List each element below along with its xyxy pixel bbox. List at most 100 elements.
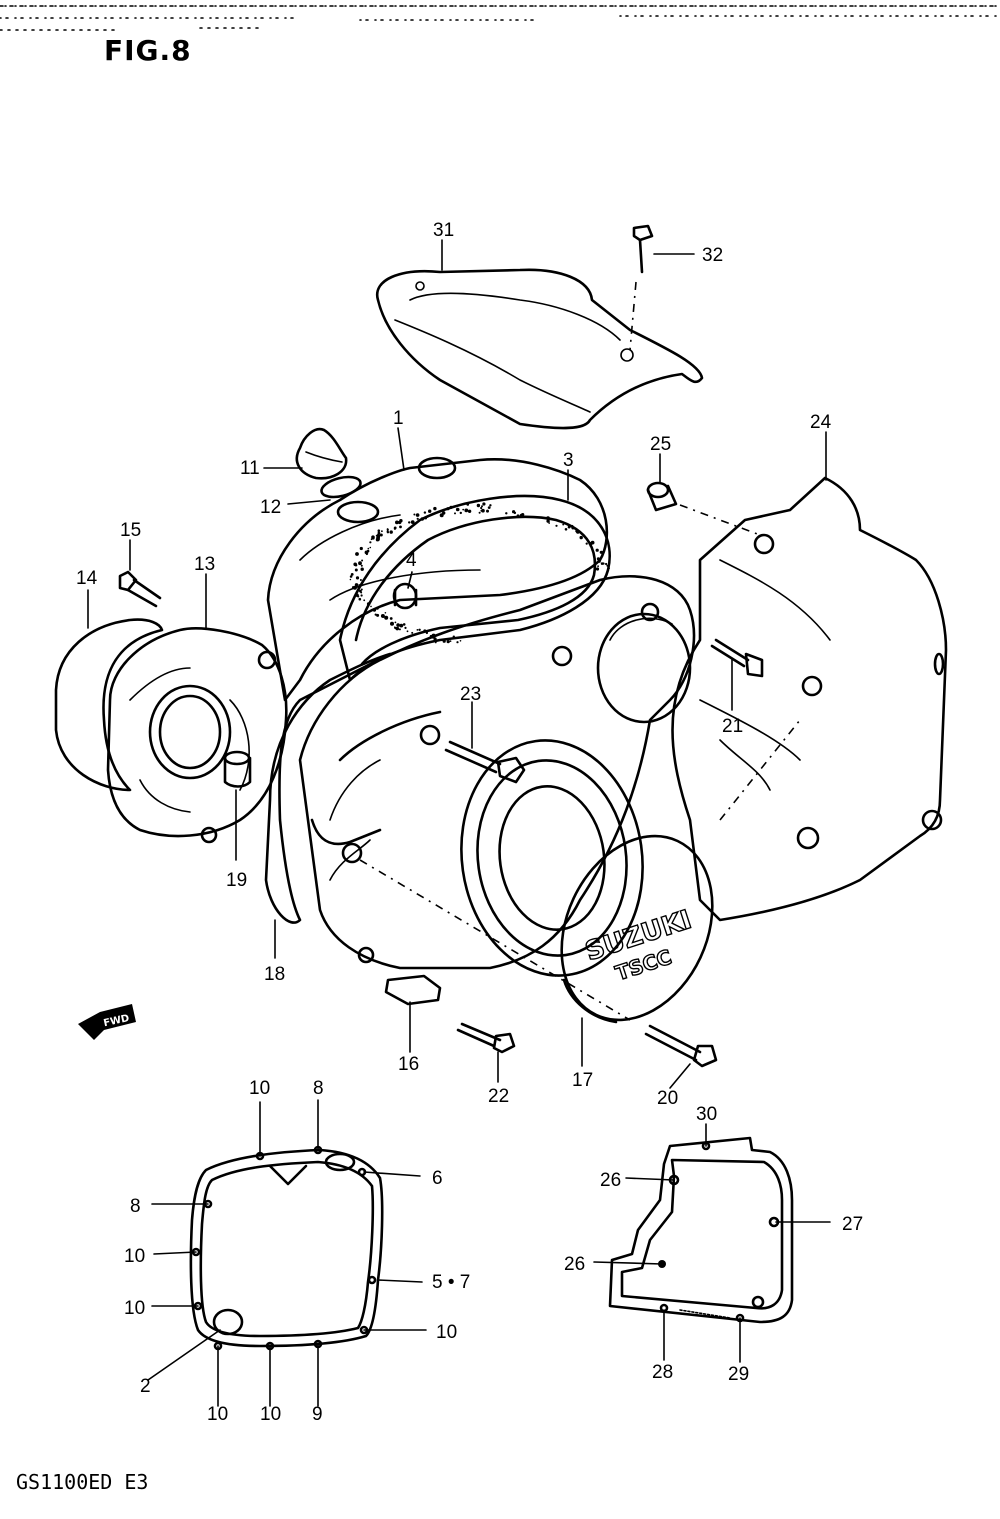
gasket-speck	[416, 517, 419, 520]
gasket-speck	[371, 535, 375, 539]
gasket-speck	[546, 516, 550, 521]
gasket-speck	[402, 623, 406, 626]
gasket-speck	[358, 561, 362, 566]
gasket-speck	[389, 617, 393, 620]
gasket-speck	[349, 575, 353, 578]
gasket-speck	[480, 509, 483, 512]
callout-3: 3	[563, 450, 574, 471]
gasket-speck	[459, 511, 462, 515]
gasket-speck	[375, 534, 378, 537]
callout-12: 12	[260, 497, 281, 518]
oil-filler-cap	[295, 427, 362, 499]
gasket-speck	[377, 531, 381, 535]
gasket-speck	[360, 594, 363, 597]
gasket-speck	[355, 552, 359, 556]
callout-gasket-10d: 10	[436, 1322, 457, 1343]
gasket-speck	[589, 542, 593, 546]
gasket-speck	[358, 597, 362, 601]
gasket-speck	[606, 564, 609, 567]
gasket-speck	[380, 614, 385, 618]
callout-31: 31	[433, 220, 454, 241]
gasket-speck	[605, 562, 608, 566]
callout-1: 1	[393, 408, 404, 429]
callout-side-28: 28	[652, 1362, 673, 1383]
gasket-speck	[487, 506, 491, 509]
gasket-speck	[439, 513, 444, 518]
gasket-speck	[353, 562, 358, 567]
gasket-speck	[434, 641, 437, 644]
callout-32: 32	[702, 245, 723, 266]
gasket-speck	[519, 513, 524, 518]
gasket-speck	[466, 502, 470, 506]
gasket-speck	[381, 530, 383, 533]
gasket-speck	[354, 583, 359, 587]
callout-gasket-10f: 10	[260, 1404, 281, 1425]
gasket-speck	[595, 567, 600, 571]
callout-20: 20	[657, 1088, 678, 1109]
gasket-speck	[426, 515, 429, 518]
gasket-speck	[384, 612, 387, 614]
gasket-speck	[386, 530, 389, 533]
callout-25: 25	[650, 434, 671, 455]
gasket-speck	[579, 535, 583, 540]
gasket-speck	[459, 640, 462, 642]
gasket-speck	[369, 546, 372, 549]
gasket-speck	[413, 513, 416, 516]
gasket-speck	[489, 504, 492, 507]
gasket-speck	[360, 591, 363, 594]
gasket-speck	[361, 559, 364, 562]
gasket-speck	[360, 588, 363, 591]
callout-side-29: 29	[728, 1364, 749, 1385]
gasket-speck	[408, 521, 411, 524]
gasket-speck	[395, 520, 399, 525]
gasket-speck	[418, 628, 421, 631]
cover-bracket-16	[384, 974, 442, 1006]
outer-cover-gasket	[264, 652, 392, 924]
gasket-speck	[446, 640, 450, 644]
gasket-speck	[384, 615, 389, 620]
gasket-speck	[486, 509, 489, 513]
gasket-speck	[585, 542, 588, 545]
gasket-speck	[478, 511, 481, 514]
callout-gasket-6: 6	[432, 1168, 443, 1189]
generator-cover-gasket	[54, 618, 164, 792]
crankcase-front-cover	[298, 574, 696, 1021]
gasket-speck	[369, 541, 372, 544]
callout-gasket-10e: 10	[207, 1404, 228, 1425]
gasket-speck	[599, 550, 603, 554]
callout-23: 23	[460, 684, 481, 705]
gasket-speck	[481, 505, 483, 508]
callout-gasket-10c: 10	[124, 1298, 145, 1319]
gasket-speck	[350, 573, 354, 576]
gasket-speck	[455, 507, 460, 512]
gasket-speck	[589, 544, 592, 547]
forward-arrow-text: FWD	[103, 1013, 131, 1029]
gasket-speck	[355, 593, 359, 597]
gasket-speck	[480, 506, 483, 510]
gasket-speck	[375, 606, 379, 610]
model-code: GS1100ED E3	[16, 1470, 149, 1494]
gasket-speck	[399, 623, 404, 628]
gasket-speck	[608, 567, 610, 570]
gasket-speck	[398, 628, 401, 631]
gasket-speck	[354, 568, 358, 572]
gasket-speck	[360, 567, 364, 571]
gasket-speck	[396, 623, 400, 627]
gasket-speck	[423, 511, 427, 514]
gasket-speck	[367, 547, 370, 550]
gasket-speck	[564, 528, 568, 531]
callout-side-26a: 26	[600, 1170, 621, 1191]
gasket-speck	[416, 629, 419, 631]
callout-13: 13	[194, 554, 215, 575]
gasket-speck	[546, 519, 550, 523]
gasket-speck	[425, 631, 429, 635]
gasket-speck	[482, 502, 486, 506]
leader-lines	[87, 239, 831, 1407]
gasket-speck	[464, 508, 469, 513]
gasket-speck	[597, 565, 599, 568]
callout-gasket-8b: 8	[130, 1196, 141, 1217]
gasket-speck	[575, 529, 579, 533]
gasket-speck	[390, 621, 394, 626]
